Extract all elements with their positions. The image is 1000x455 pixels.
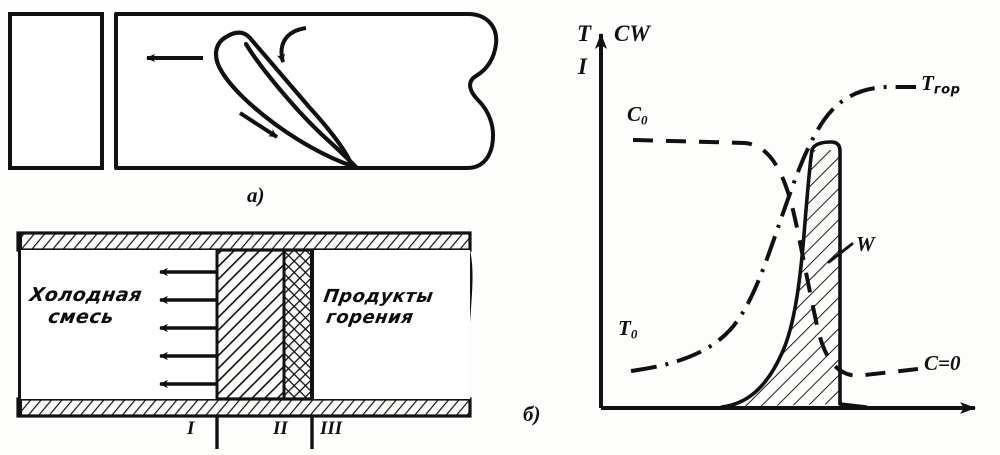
chart-annotation-tgor: Tгор — [921, 73, 960, 97]
pipe-wall-bottom — [16, 397, 472, 418]
chart-annotation-c0-subscript: 0 — [641, 112, 648, 128]
chart-w-leader-line — [827, 242, 854, 264]
chart-annotation-c0-base: C — [627, 102, 642, 126]
flame-tongue-fold — [243, 41, 359, 170]
chart-w-curve — [720, 140, 842, 409]
panel-a-diagram — [8, 12, 499, 170]
combustion-products-line1: Продукты — [322, 286, 435, 307]
pipe-arrow-group — [159, 267, 218, 389]
zone-2-reaction-crosshatched — [282, 248, 314, 401]
cold-mixture-label: Холодная смесь — [25, 284, 144, 328]
slanted-arrow-down-right — [238, 111, 279, 139]
chart-annotation-tgor-base: T — [921, 71, 934, 95]
chart-annotation-t0-subscript: 0 — [630, 326, 638, 342]
chart-annotation-c0: C0 — [627, 104, 648, 127]
zone-1-cold-mixture-area — [21, 250, 217, 399]
combustion-products-line2: горения — [324, 307, 416, 328]
zone-label-2: II — [273, 418, 288, 439]
zone-3-products-area — [312, 250, 470, 399]
chart-annotation-w: W — [856, 232, 875, 256]
chart-y-axis-label-cw: CW — [614, 21, 650, 46]
cold-mixture-line2: смесь — [46, 306, 116, 328]
chart-t-curve — [630, 85, 916, 373]
combustion-products-label: Продукты горения — [319, 286, 435, 328]
chart-y-axis-label-i: I — [578, 54, 587, 79]
zone-2-preheat-hatched — [215, 248, 286, 401]
chart-y-axis-label-t: T — [577, 21, 592, 46]
cold-mixture-line1: Холодная — [28, 284, 144, 306]
panel-a-left-box — [8, 12, 104, 170]
chart-panel — [595, 33, 976, 414]
chart-c-curve — [632, 138, 919, 379]
chart-w-area-hatched — [725, 150, 840, 407]
chart-annotation-t0-base: T — [618, 316, 631, 340]
zone-label-1: I — [187, 418, 195, 439]
chart-annotation-tgor-subscript: гор — [933, 82, 961, 98]
chart-annotation-c-equals-zero: C=0 — [924, 351, 961, 375]
panel-a-caption: а) — [247, 183, 265, 207]
panel-a-tube-outline — [114, 12, 499, 170]
curved-arrow-down — [276, 26, 307, 63]
pipe-wall-top — [16, 231, 472, 252]
zone-label-3: III — [320, 418, 343, 439]
chart-annotation-t0: T0 — [618, 318, 637, 341]
panel-b-caption: б) — [523, 402, 541, 426]
chart-w-curve-foot — [838, 402, 868, 409]
panel-b-pipe-diagram — [16, 231, 473, 449]
